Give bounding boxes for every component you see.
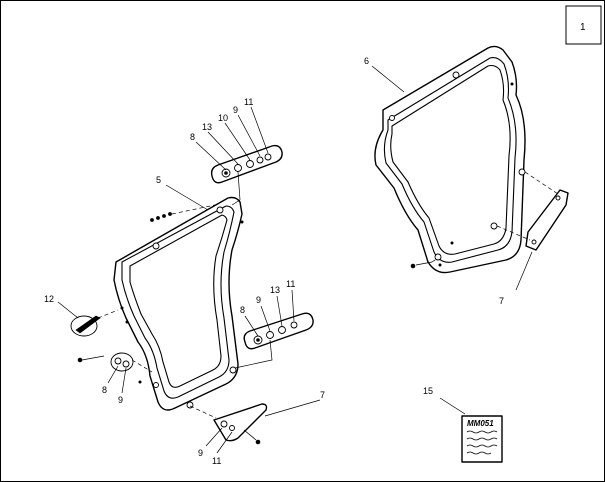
callout-13-upper: 13 [202,122,212,132]
hardware-set-lower [234,312,314,369]
callout-5: 5 [156,175,161,185]
callout-9-bottom: 9 [198,448,203,458]
sheet-number: 1 [580,22,586,33]
callout-9-upper: 9 [233,105,238,115]
screw-right [410,257,439,269]
cover-plate-left [189,403,268,445]
manual-label: MM051 [461,415,503,463]
callout-12: 12 [44,294,54,304]
callout-11-bottom: 11 [212,456,221,466]
callout-8-left: 8 [102,385,107,395]
sheet-number-box [565,5,602,45]
callout-15: 15 [423,386,433,396]
callout-9-lower: 9 [256,295,261,305]
callout-11-lower: 11 [286,279,295,289]
callout-8-upper: 8 [190,132,195,142]
bolt-left [77,352,153,373]
callout-11-upper: 11 [244,97,253,107]
callout-6: 6 [364,56,369,66]
screws-top-left [150,204,216,222]
knob-12 [70,309,119,337]
callout-13-lower: 13 [270,285,280,295]
callout-9-left: 9 [118,395,123,405]
callout-8-lower: 8 [240,305,245,315]
side-panel-left [113,196,244,411]
callout-7-right: 7 [499,296,504,306]
callout-10: 10 [218,113,228,123]
leader-lines [57,65,533,454]
hardware-set-upper [210,144,283,206]
manual-label-title: MM051 [467,419,494,428]
side-panel-right [374,45,526,274]
cover-plate-right [496,171,569,251]
callout-numbers: 6 5 7 7 12 15 8 13 10 9 11 8 9 13 11 8 9… [44,56,504,466]
callout-7-left: 7 [320,390,325,400]
